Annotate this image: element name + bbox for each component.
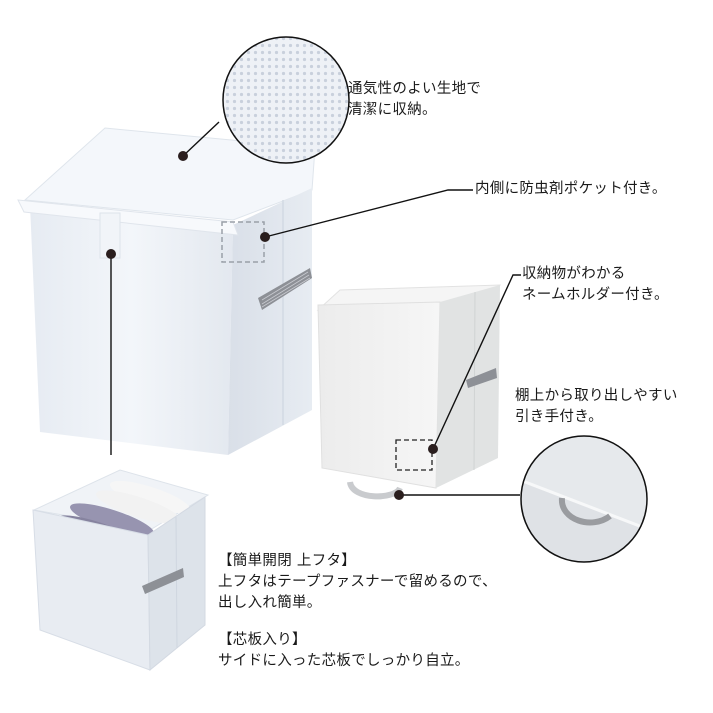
feature-line: サイドに入った芯板でしっかり自立。 xyxy=(218,653,470,669)
feature-line: 上フタはテープファスナーで留めるので、 xyxy=(218,574,497,590)
callout-pocket: 内側に防虫剤ポケット付き。 xyxy=(475,179,667,200)
leader-lines xyxy=(110,121,521,496)
callout-fabric-line-1: 通気性のよい生地で xyxy=(348,81,482,97)
feature-core-board: 【芯板入り】 サイドに入った芯板でしっかり自立。 xyxy=(218,630,470,672)
small-box xyxy=(316,284,501,500)
leader-dots xyxy=(106,151,438,500)
callout-pullhandle-line-2: 引き手付き。 xyxy=(515,409,604,425)
feature-line: 出し入れ簡単。 xyxy=(218,595,322,611)
callout-fabric: 通気性のよい生地で 清潔に収納。 xyxy=(348,79,481,121)
feature-easy-open-lid: 【簡単開閉 上フタ】 上フタはテープファスナーで留めるので、 出し入れ簡単。 xyxy=(218,551,497,614)
callout-pullhandle: 棚上から取り出しやすい 引き手付き。 xyxy=(515,386,678,428)
feature-heading: 【簡単開閉 上フタ】 xyxy=(218,553,357,569)
large-lidded-box xyxy=(17,127,316,455)
callout-nameholder: 収納物がわかる ネームホルダー付き。 xyxy=(522,264,669,306)
callout-fabric-line-2: 清潔に収納。 xyxy=(348,102,437,118)
side-handle-icon xyxy=(258,268,312,310)
fabric-detail-magnifier xyxy=(222,36,350,164)
callout-pullhandle-line-1: 棚上から取り出しやすい xyxy=(515,388,678,404)
pull-handle-magnifier xyxy=(520,435,648,563)
callout-nameholder-line-2: ネームホルダー付き。 xyxy=(522,287,669,303)
feature-heading: 【芯板入り】 xyxy=(218,632,307,648)
callout-pocket-line-1: 内側に防虫剤ポケット付き。 xyxy=(475,181,667,197)
callout-nameholder-line-1: 収納物がわかる xyxy=(522,266,626,282)
open-box-with-towels xyxy=(32,469,210,672)
